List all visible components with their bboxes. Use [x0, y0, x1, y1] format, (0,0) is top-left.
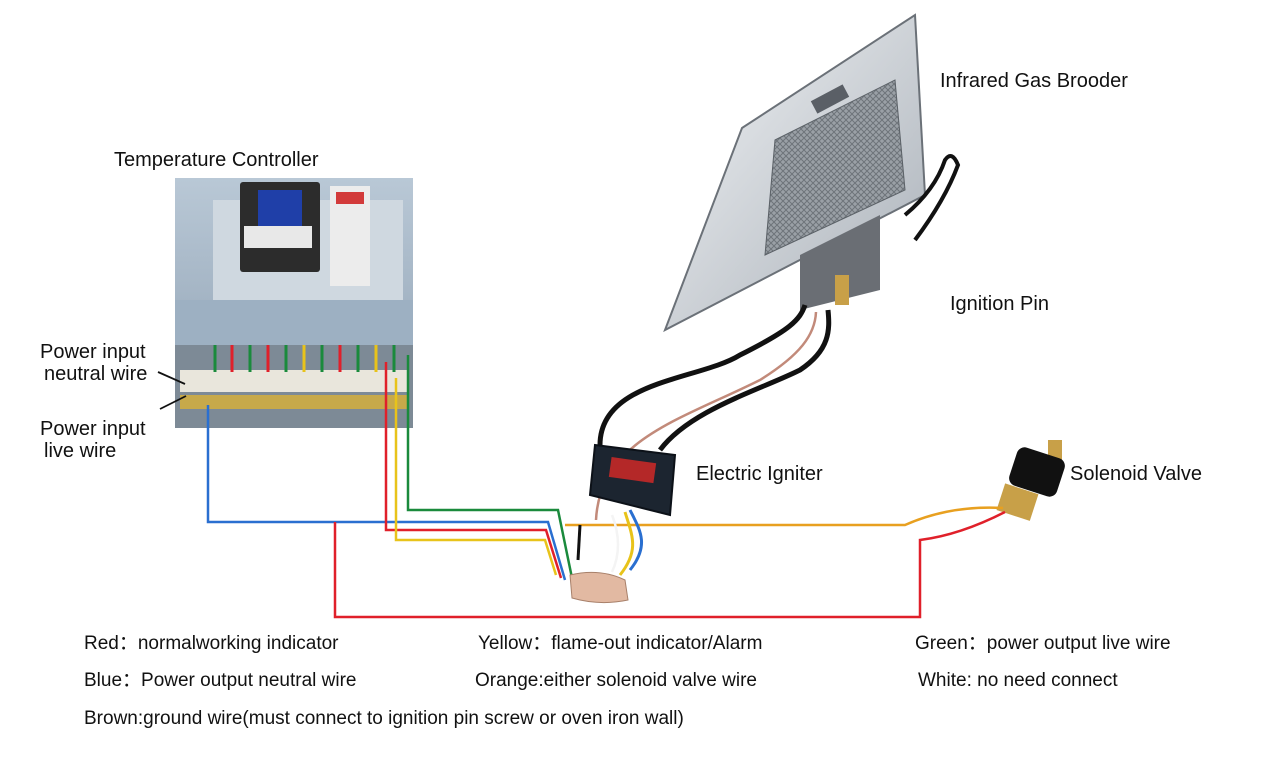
igniter-output-leads: [569, 509, 644, 604]
electric-igniter-label: Electric Igniter: [696, 463, 823, 485]
electric-igniter-photo: [588, 443, 677, 517]
legend-orange: Orange:either solenoid valve wire: [475, 670, 757, 691]
legend-red: Red：normalworking indicator: [84, 633, 339, 654]
infrared-gas-brooder-photo: [663, 13, 961, 333]
power-input-neutral-label-line2: neutral wire: [44, 363, 148, 385]
solenoid-valve-label: Solenoid Valve: [1070, 463, 1202, 485]
orange-wire: [565, 506, 1004, 527]
temperature-controller-photo: [175, 178, 413, 428]
power-input-neutral-label-line1: Power input: [40, 341, 146, 363]
power-input-pointers: [157, 371, 187, 410]
legend-yellow: Yellow：flame-out indicator/Alarm: [478, 633, 763, 654]
legend-green: Green：power output live wire: [915, 633, 1171, 654]
yellow-wire: [394, 378, 558, 576]
ignition-pin-label: Ignition Pin: [950, 293, 1049, 315]
red-solenoid-loop: [333, 510, 1006, 619]
solenoid-valve-photo: [996, 440, 1065, 521]
control-wires: [206, 355, 1006, 619]
blue-wire: [206, 405, 567, 581]
green-wire: [406, 355, 574, 579]
legend-blue: Blue：Power output neutral wire: [84, 670, 357, 691]
temperature-controller-label: Temperature Controller: [114, 149, 319, 171]
legend-brown: Brown:ground wire(must connect to igniti…: [84, 708, 684, 729]
power-input-live-label-line1: Power input: [40, 418, 146, 440]
red-wire: [384, 362, 563, 579]
infrared-gas-brooder-label: Infrared Gas Brooder: [940, 70, 1128, 92]
power-input-live-label-line2: live wire: [44, 440, 117, 462]
white-wire: [610, 514, 620, 573]
legend-white: White: no need connect: [918, 670, 1118, 691]
